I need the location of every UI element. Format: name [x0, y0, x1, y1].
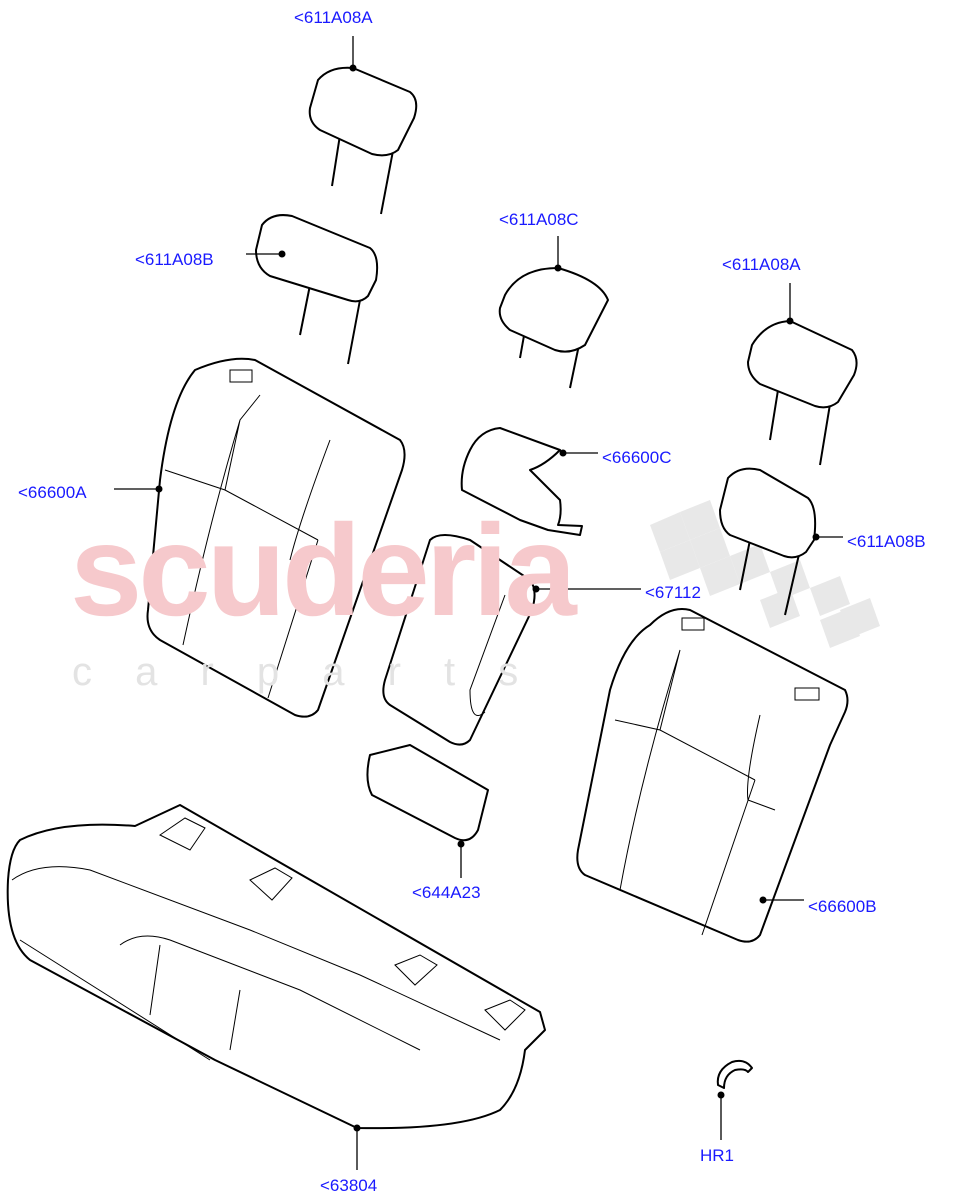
headrest-top-left: [308, 66, 418, 215]
armrest: [382, 534, 536, 746]
callout-611A08A-right[interactable]: <611A08A: [722, 255, 801, 274]
callout-66600A[interactable]: <66600A: [18, 483, 87, 502]
callout-644A23[interactable]: <644A23: [412, 883, 481, 902]
callout-67112[interactable]: <67112: [645, 583, 701, 602]
hog-ring-clip: [716, 1059, 753, 1089]
callout-66600B[interactable]: <66600B: [808, 897, 877, 916]
checker-flag-watermark: [650, 500, 880, 648]
headrest-center: [498, 267, 609, 389]
backrest-left: [146, 357, 406, 718]
callout-HR1[interactable]: HR1: [700, 1146, 735, 1165]
leader-lines: [114, 36, 843, 1170]
callout-611A08C[interactable]: <611A08C: [499, 210, 579, 229]
watermark-carparts: c a r p a r t s: [72, 650, 535, 694]
armrest-housing: [366, 744, 489, 842]
callout-66600C[interactable]: <66600C: [602, 448, 672, 467]
callout-611A08A-left[interactable]: <611A08A: [294, 8, 373, 27]
callout-63804[interactable]: <63804: [320, 1176, 378, 1195]
headrest-left-lower: [255, 214, 379, 365]
callout-611A08B-right[interactable]: <611A08B: [847, 532, 926, 551]
watermark-scuderia: scuderia: [70, 497, 577, 643]
headrest-right-lower: [719, 467, 817, 616]
cover-center: [460, 427, 583, 536]
callout-611A08B-left[interactable]: <611A08B: [135, 250, 214, 269]
seat-cushion: [6, 804, 546, 1130]
headrest-top-right: [747, 320, 858, 466]
backrest-right: [576, 608, 849, 943]
